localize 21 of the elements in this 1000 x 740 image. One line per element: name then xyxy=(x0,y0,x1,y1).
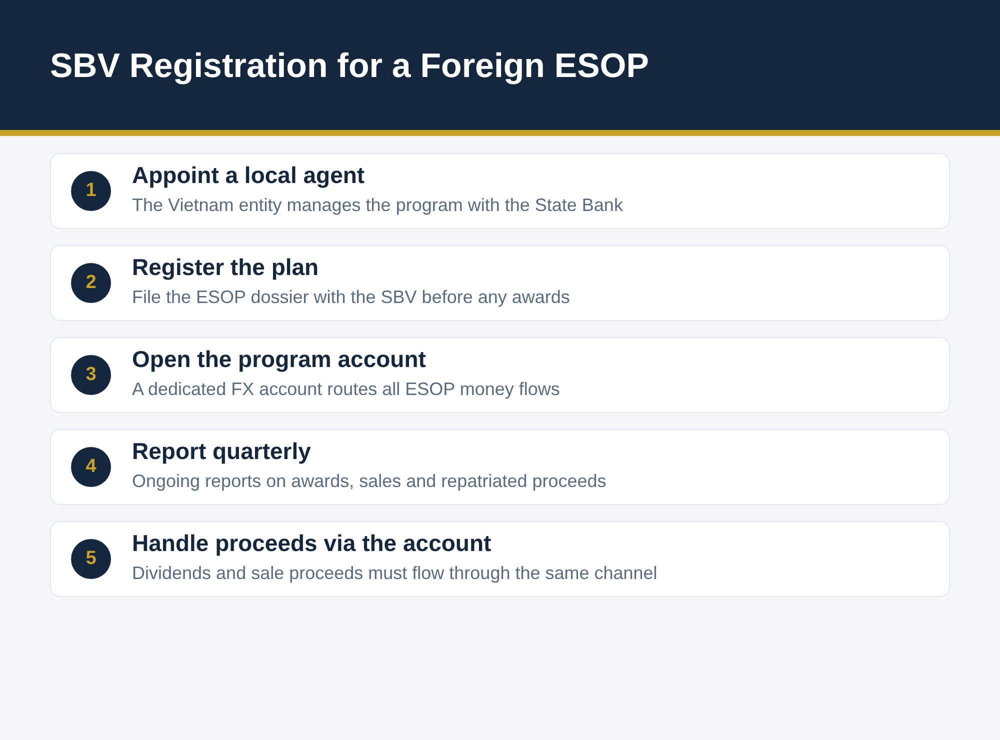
step-description: Ongoing reports on awards, sales and repatriated proceeds xyxy=(132,470,606,493)
step-title: Appoint a local agent xyxy=(132,161,365,189)
step-description: File the ESOP dossier with the SBV before any awards xyxy=(132,286,570,309)
step-number: 2 xyxy=(71,263,111,303)
step-description: The Vietnam entity manages the program with the State Bank xyxy=(132,194,623,217)
step-description: Dividends and sale proceeds must flow through the same channel xyxy=(132,562,658,585)
step-card xyxy=(50,245,950,321)
step-card xyxy=(50,521,950,597)
step-title: Handle proceeds via the account xyxy=(132,529,492,557)
step-title: Report quarterly xyxy=(132,437,311,465)
step-card xyxy=(50,153,950,229)
step-card xyxy=(50,337,950,413)
page-title: SBV Registration for a Foreign ESOP xyxy=(50,46,649,87)
step-number: 4 xyxy=(71,447,111,487)
step-title: Register the plan xyxy=(132,253,319,281)
step-number: 3 xyxy=(71,355,111,395)
step-number: 5 xyxy=(71,539,111,579)
step-number: 1 xyxy=(71,171,111,211)
step-title: Open the program account xyxy=(132,345,426,373)
step-description: A dedicated FX account routes all ESOP money flows xyxy=(132,378,560,401)
step-card xyxy=(50,429,950,505)
